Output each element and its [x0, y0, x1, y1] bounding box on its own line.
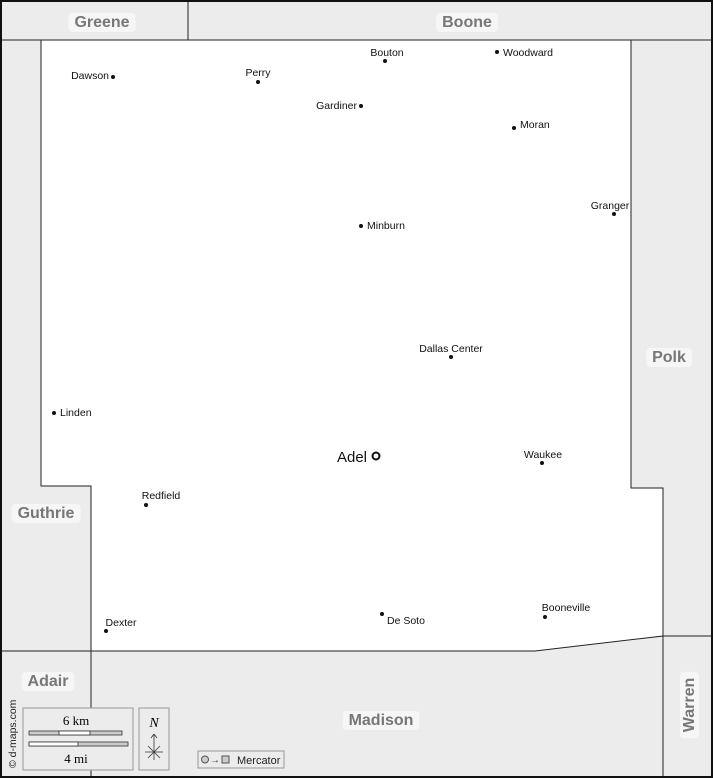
town-marker: [380, 612, 384, 616]
town-label: Perry: [245, 67, 271, 79]
town: Dallas Center: [419, 343, 483, 359]
projection-box: → Mercator: [197, 750, 285, 769]
town-label: Linden: [60, 407, 92, 419]
town: Minburn: [359, 220, 405, 232]
town-marker: [256, 80, 260, 84]
town-label: Booneville: [542, 602, 591, 614]
square-icon: [221, 755, 230, 764]
scale-km-label: 6 km: [63, 713, 89, 728]
town-label: Gardiner: [316, 100, 357, 112]
town-marker: [52, 411, 56, 415]
town: Dawson: [71, 70, 115, 82]
county-name: Warren: [681, 678, 698, 733]
north-arrow: N: [138, 707, 170, 771]
county-label-adair: Adair: [21, 672, 75, 691]
circle-icon: [201, 755, 209, 764]
county-name: Madison: [349, 712, 414, 729]
town-label: Dexter: [106, 617, 137, 629]
town: Granger: [591, 200, 630, 216]
county-name: Boone: [442, 14, 492, 31]
county-name: Adair: [28, 673, 69, 690]
scale-mi-label: 4 mi: [64, 751, 88, 766]
town-label: Woodward: [503, 47, 553, 59]
north-label: N: [148, 716, 159, 731]
town-marker: [495, 50, 499, 54]
town-marker: [449, 355, 453, 359]
town-marker: [543, 615, 547, 619]
town-label: Minburn: [367, 220, 405, 232]
town-label: Dallas Center: [419, 343, 483, 355]
town-marker: [383, 59, 387, 63]
arrow-icon: →: [210, 755, 220, 766]
town: Linden: [52, 407, 92, 419]
town-marker: [104, 629, 108, 633]
town-marker: [359, 104, 363, 108]
town-label: Moran: [520, 119, 550, 131]
town-label: Redfield: [142, 490, 181, 502]
town-label: Dawson: [71, 70, 109, 82]
town: Bouton: [370, 47, 404, 63]
town: Dexter: [104, 617, 137, 633]
town-marker: [540, 461, 544, 465]
compass-icon: [145, 733, 163, 760]
town-label: De Soto: [387, 615, 425, 627]
town: Perry: [245, 67, 271, 84]
county-seat-label: Adel: [337, 449, 367, 466]
town: Woodward: [495, 47, 553, 59]
county-seat-marker: [371, 451, 381, 461]
town: Booneville: [542, 602, 591, 619]
town-marker: [612, 212, 616, 216]
county-name: Guthrie: [18, 505, 75, 522]
town-marker: [512, 126, 516, 130]
projection-label: Mercator: [237, 755, 281, 767]
county-label-guthrie: Guthrie: [11, 504, 81, 523]
town-marker: [359, 224, 363, 228]
town: Waukee: [524, 449, 562, 465]
county-name: Greene: [74, 14, 129, 31]
town-label: Waukee: [524, 449, 562, 461]
credit-label: © d-maps.com: [7, 699, 19, 768]
town-label: Bouton: [370, 47, 403, 59]
county-label-boone: Boone: [436, 13, 498, 32]
county-label-greene: Greene: [68, 13, 136, 32]
town: Gardiner: [316, 100, 363, 112]
town: De Soto: [380, 612, 425, 627]
town: Moran: [512, 119, 550, 131]
county-label-madison: Madison: [342, 711, 420, 730]
town-label: Granger: [591, 200, 630, 212]
scale-bar: 6 km 4 mi: [22, 707, 134, 771]
town-marker: [144, 503, 148, 507]
town: Redfield: [142, 490, 181, 507]
county-name: Polk: [652, 349, 686, 366]
dallas-county: [40, 39, 664, 652]
town-marker: [111, 75, 115, 79]
county-label-warren: Warren: [680, 671, 699, 739]
county-label-polk: Polk: [646, 348, 692, 367]
